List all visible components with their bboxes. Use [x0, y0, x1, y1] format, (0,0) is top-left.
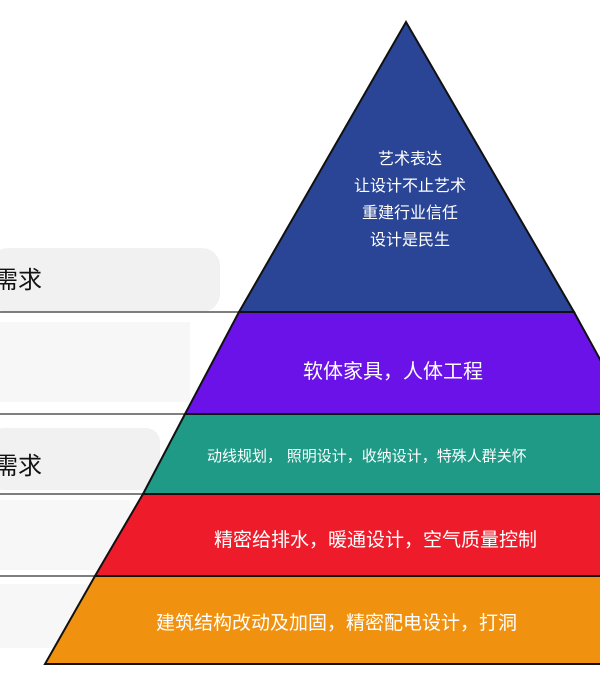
side-block-1: [0, 248, 220, 312]
tier5-label: 建筑结构改动及加固，精密配电设计，打洞: [156, 612, 518, 634]
side-label-lower: 需求: [0, 452, 42, 480]
top-tier-line: 设计是民生: [369, 230, 450, 249]
tier3-label: 动线规划， 照明设计，收纳设计，特殊人群关怀: [207, 447, 527, 465]
pyramid-tier-5: [43, 575, 600, 665]
top-tier-line: 艺术表达: [377, 149, 442, 168]
tier2-label: 软体家具，人体工程: [303, 359, 483, 383]
side-label-upper: 需求: [0, 266, 42, 294]
top-tier-text: 艺术表达 让设计不止艺术 重建行业信任 设计是民生: [330, 145, 490, 253]
side-block-2: [0, 322, 190, 402]
side-block-3: [0, 428, 160, 490]
pyramid-tier-2: [183, 311, 600, 415]
pyramid-tier-4: [93, 493, 600, 577]
pyramid-tier-3: [141, 413, 600, 495]
top-tier-line: 重建行业信任: [361, 203, 458, 222]
tier4-label: 精密给排水，暖通设计，空气质量控制: [214, 529, 538, 551]
top-tier-line: 让设计不止艺术: [353, 176, 466, 195]
